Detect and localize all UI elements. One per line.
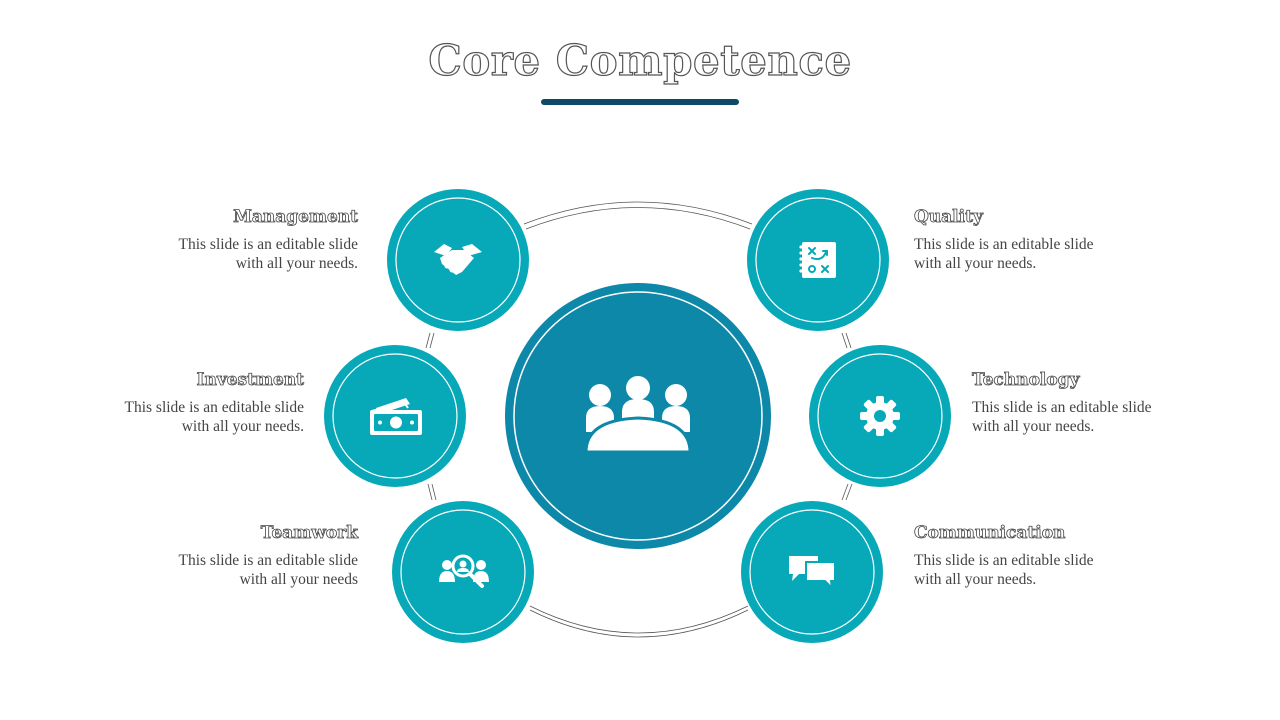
teamwork-heading: Teamwork [260, 523, 358, 544]
management-text-line1: This slide is an editable slide [178, 236, 358, 253]
node-quality [747, 189, 889, 331]
label-teamwork: Teamwork This slide is an editable slide… [118, 523, 358, 589]
label-communication: Communication This slide is an editable … [914, 523, 1154, 589]
technology-text: This slide is an editable slide with all… [972, 398, 1212, 436]
node-technology [809, 345, 951, 487]
node-management [387, 189, 529, 331]
node-communication [741, 501, 883, 643]
technology-text-line1: This slide is an editable slide [972, 399, 1152, 416]
communication-text-line1: This slide is an editable slide [914, 552, 1094, 569]
management-text: This slide is an editable slide with all… [118, 235, 358, 273]
gear-icon [860, 396, 900, 436]
investment-text: This slide is an editable slide with all… [64, 398, 304, 436]
teamwork-text-line1: This slide is an editable slide [178, 552, 358, 569]
quality-text: This slide is an editable slide with all… [914, 235, 1154, 273]
meeting-people-icon [584, 376, 692, 454]
management-heading: Management [233, 207, 359, 228]
slide-title: Core Competence [428, 35, 852, 85]
technology-heading: Technology [972, 370, 1080, 391]
node-investment [324, 345, 466, 487]
label-quality: Quality This slide is an editable slide … [914, 207, 1154, 273]
title-underline [541, 99, 739, 105]
communication-heading: Communication [914, 523, 1066, 544]
communication-text-line2: with all your needs. [914, 571, 1037, 588]
investment-heading: Investment [196, 370, 304, 391]
label-investment: Investment This slide is an editable sli… [64, 370, 304, 436]
connector-arcs [425, 201, 853, 638]
label-technology: Technology This slide is an editable sli… [972, 370, 1212, 436]
strategy-board-icon [799, 242, 836, 278]
investment-text-line1: This slide is an editable slide [124, 399, 304, 416]
label-management: Management This slide is an editable sli… [118, 207, 358, 273]
management-text-line2: with all your needs. [235, 255, 358, 272]
teamwork-text-line2: with all your needs [239, 571, 358, 588]
center-node [505, 283, 771, 549]
quality-text-line1: This slide is an editable slide [914, 236, 1094, 253]
teamwork-text: This slide is an editable slide with all… [118, 551, 358, 589]
money-icon [370, 398, 422, 435]
communication-text: This slide is an editable slide with all… [914, 551, 1154, 589]
quality-text-line2: with all your needs. [914, 255, 1037, 272]
handshake-icon [434, 244, 482, 275]
investment-text-line2: with all your needs. [181, 418, 304, 435]
quality-heading: Quality [914, 207, 984, 228]
node-teamwork [392, 501, 534, 643]
team-search-icon [439, 554, 489, 588]
technology-text-line2: with all your needs. [972, 418, 1095, 435]
chat-bubbles-icon [789, 556, 836, 591]
